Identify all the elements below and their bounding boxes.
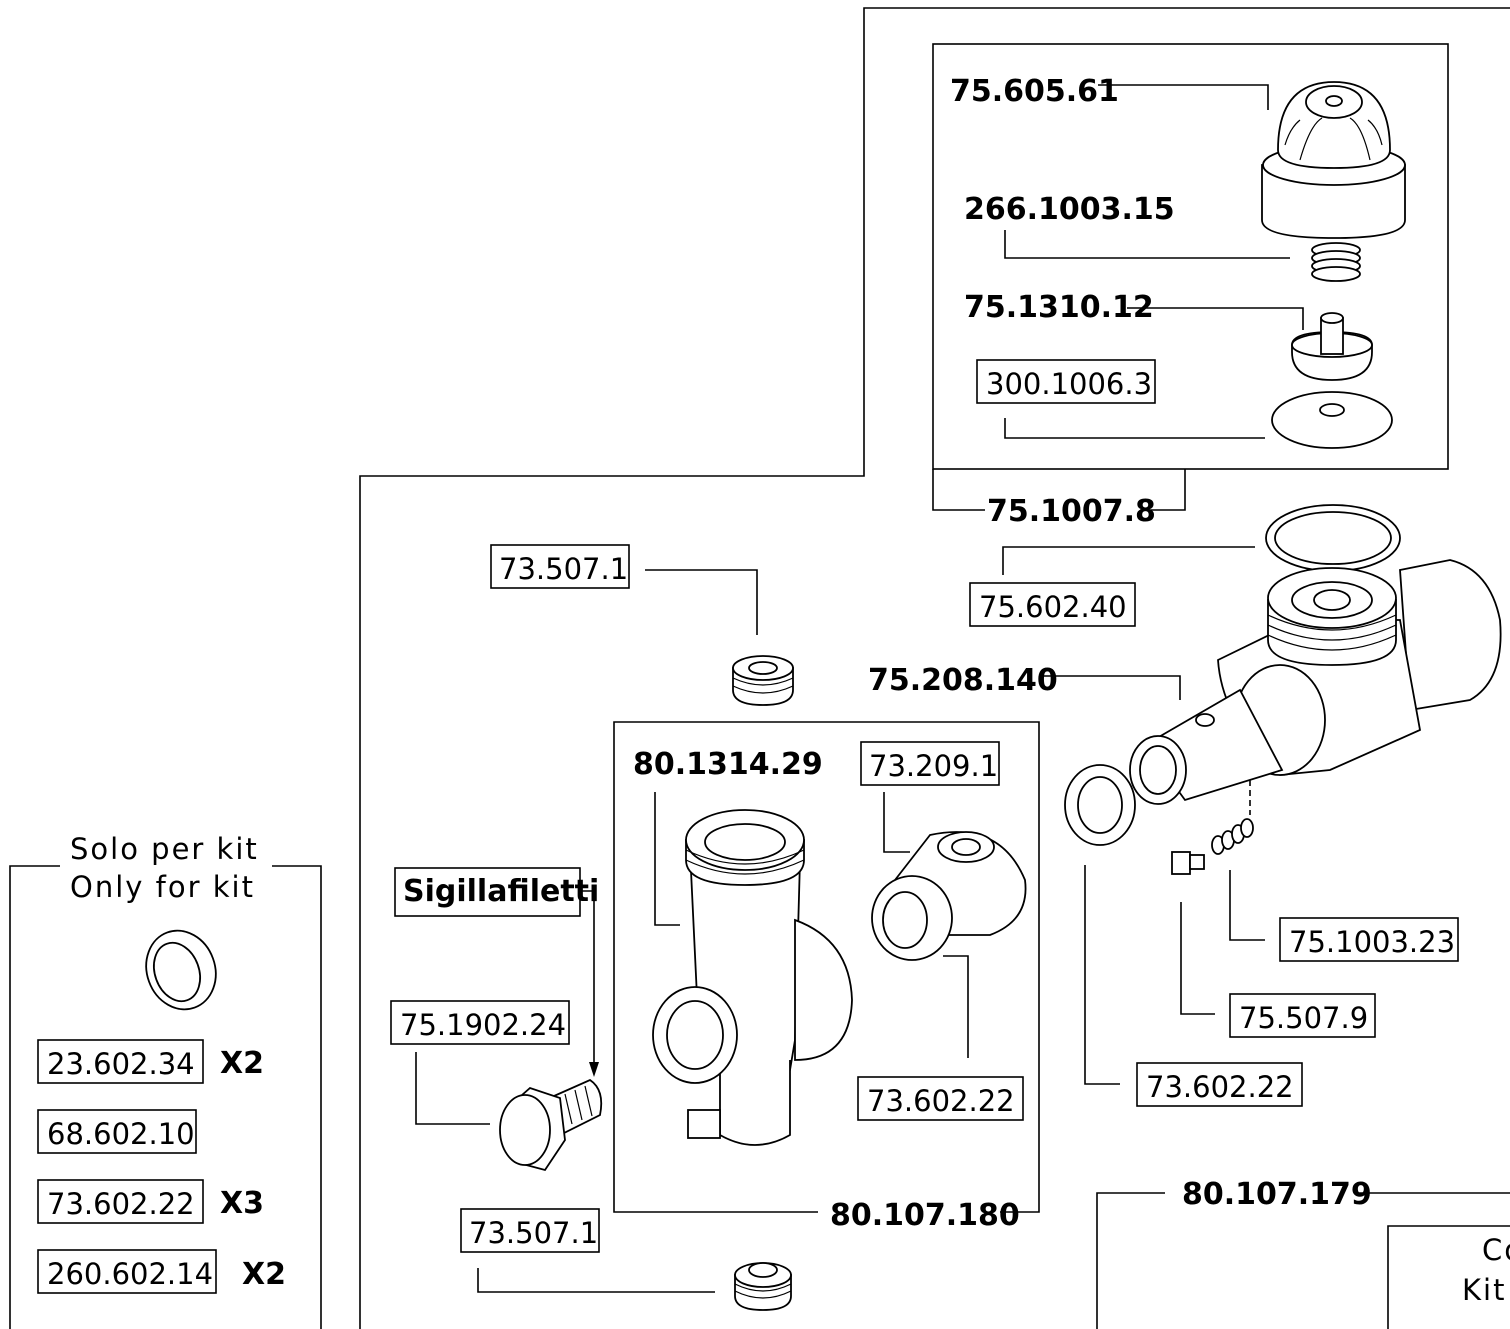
cut-off-panel-frame [1387, 1225, 1510, 1329]
leader-75-1310-12 [1127, 307, 1304, 330]
arrowhead-sigillafiletti [589, 1062, 599, 1077]
label-80-1314-29: 80.1314.29 [633, 747, 823, 782]
label-box-75-507-9 [1229, 993, 1376, 1038]
label-box-73-602-22-mid [857, 1076, 1024, 1121]
kit-panel-frame-right [272, 865, 322, 1329]
leader-300-1006-3 [1004, 418, 1265, 439]
label-box-sigillafiletti [394, 867, 581, 917]
kit-item-3-box [37, 1249, 217, 1294]
label-75-1007-8: 75.1007.8 [987, 494, 1156, 529]
cap-part [1261, 81, 1406, 239]
label-box-73-602-22-right [1136, 1062, 1303, 1107]
kit-title-it: Solo per kit [70, 832, 259, 866]
label-box-75-602-40 [969, 582, 1136, 627]
subassembly-75-1007-8-box [932, 43, 1449, 470]
oring-part [1265, 504, 1401, 572]
leader-80-107-179-left [1096, 1192, 1165, 1329]
label-box-73-507-1-bottom [460, 1208, 600, 1253]
elbow-part [871, 831, 1027, 961]
kit-item-2-box [37, 1179, 204, 1224]
leader-75-605-61 [1098, 84, 1269, 110]
kit-panel-frame-left [9, 865, 60, 1329]
label-80-107-179: 80.107.179 [1182, 1177, 1372, 1212]
kit-item-0-box [37, 1039, 204, 1084]
leader-73-602-22-mid [943, 955, 969, 1058]
label-73-507-1-top: 73.507.1 [499, 552, 628, 586]
leader-73-602-22-right [1084, 865, 1120, 1085]
tee-body-part [652, 809, 853, 1146]
leader-266-1003-15 [1004, 230, 1290, 259]
valve-body-part [1217, 559, 1502, 776]
label-266-1003-15: 266.1003.15 [964, 192, 1175, 227]
label-73-209-1: 73.209.1 [869, 749, 998, 783]
label-75-1902-24: 75.1902.24 [400, 1008, 566, 1042]
bolt-part [499, 1078, 603, 1172]
kit-item-0-qty: X2 [220, 1046, 264, 1081]
subassembly-80-107-180-box [613, 721, 1040, 1213]
label-73-602-22-mid: 73.602.22 [867, 1084, 1015, 1118]
plug-bottom-part [734, 1262, 792, 1311]
spring-part [1311, 242, 1361, 282]
small-screw-part [1171, 851, 1205, 875]
leader-80-1314-29 [654, 792, 680, 926]
disc-part [1271, 391, 1393, 449]
leader-75-208-140 [1043, 675, 1181, 700]
leader-73-507-1-bottom [477, 1268, 715, 1293]
leader-75-507-9 [1180, 902, 1215, 1015]
leader-75-1902-24 [415, 1052, 490, 1125]
kit-item-2-qty: X3 [220, 1186, 264, 1221]
leader-75-1007-8 [932, 469, 985, 511]
piston-part [1291, 312, 1373, 381]
label-80-107-180: 80.107.180 [830, 1198, 1020, 1233]
label-box-300-1006-3 [976, 359, 1156, 404]
kit-item-3-qty: X2 [242, 1257, 286, 1292]
label-75-605-61: 75.605.61 [950, 74, 1119, 109]
tube-part [1129, 688, 1284, 805]
kit-item-0-code: 23.602.34 [47, 1047, 195, 1081]
kit-title-en: Only for kit [70, 870, 255, 904]
kit-item-1-code: 68.602.10 [47, 1117, 195, 1151]
gasket-right-part [1064, 764, 1136, 846]
label-box-73-507-1-top [490, 544, 630, 589]
label-75-507-9: 75.507.9 [1239, 1001, 1368, 1035]
small-spring-part [1211, 818, 1254, 855]
label-75-208-140: 75.208.140 [868, 663, 1058, 698]
label-73-602-22-right: 73.602.22 [1146, 1070, 1294, 1104]
label-300-1006-3: 300.1006.3 [986, 367, 1152, 401]
kit-item-1-box [37, 1109, 197, 1154]
label-73-507-1-bottom: 73.507.1 [469, 1216, 598, 1250]
label-box-73-209-1 [860, 741, 1000, 786]
main-frame-outline [359, 7, 1510, 1329]
label-box-75-1902-24 [390, 1000, 570, 1045]
label-75-602-40: 75.602.40 [979, 590, 1127, 624]
cut-off-panel-line1: Co [1482, 1233, 1510, 1267]
leader-75-1003-23 [1229, 870, 1265, 941]
leader-73-507-1-top [645, 569, 758, 635]
kit-item-2-code: 73.602.22 [47, 1187, 195, 1221]
kit-item-3-code: 260.602.14 [47, 1257, 213, 1291]
plug-top-part [732, 655, 794, 706]
label-sigillafiletti: Sigillafiletti [403, 874, 599, 909]
leader-75-1007-8-right [1140, 469, 1186, 511]
leader-73-209-1 [883, 792, 910, 853]
leader-sigillafiletti [582, 890, 595, 1062]
label-75-1310-12: 75.1310.12 [964, 290, 1154, 325]
label-box-75-1003-23 [1279, 917, 1459, 962]
leader-75-602-40 [1002, 546, 1255, 575]
cut-off-panel-line2: Kit [1462, 1273, 1506, 1307]
kit-ring-part [145, 929, 217, 1011]
label-75-1003-23: 75.1003.23 [1289, 925, 1455, 959]
